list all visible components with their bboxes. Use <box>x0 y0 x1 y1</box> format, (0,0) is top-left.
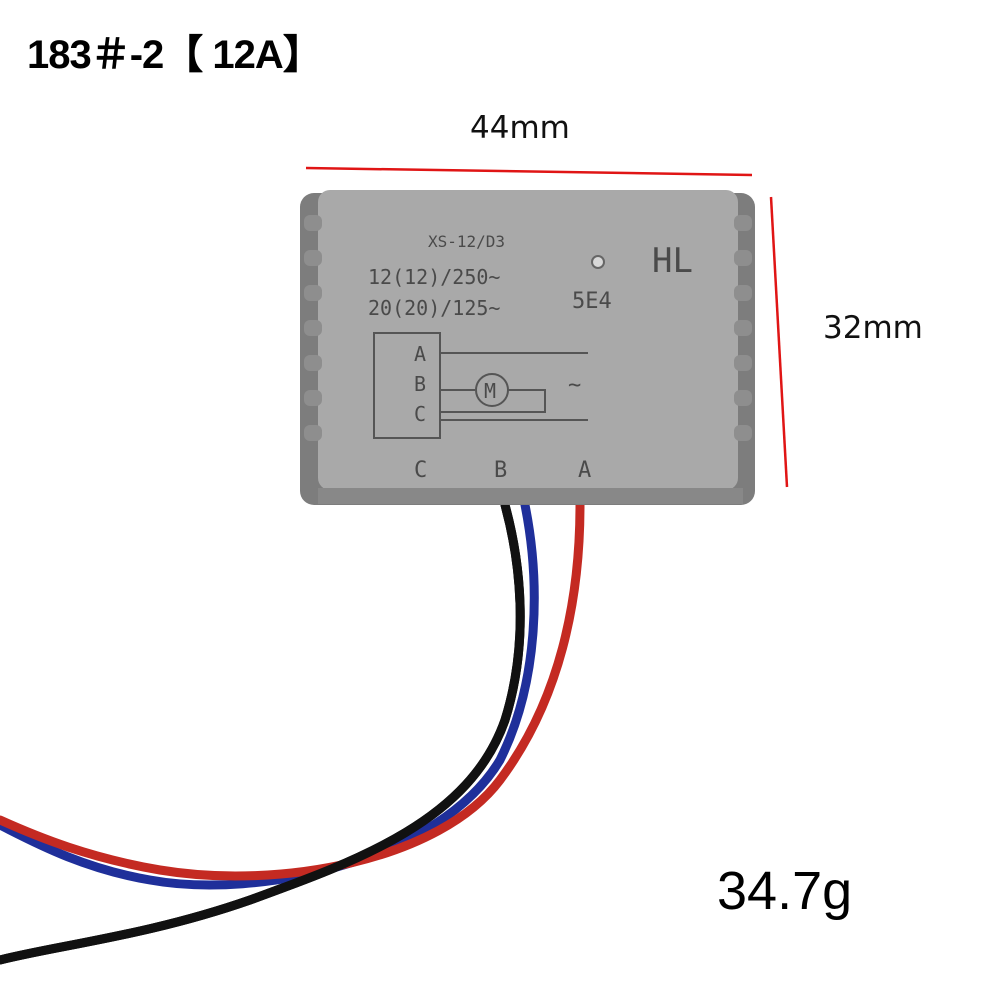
diagram-terminal-b: B <box>414 372 426 396</box>
height-dimension-line <box>769 196 789 488</box>
motor-icon: M <box>484 379 496 403</box>
bottom-terminal-b: B <box>494 458 507 483</box>
blue-wire <box>0 500 539 890</box>
bottom-terminal-c: C <box>414 458 427 483</box>
brand-text: HL <box>652 241 693 281</box>
width-dimension-label: 44mm <box>470 110 570 146</box>
screw-hole-icon <box>591 255 605 269</box>
rating-line-1: 12(12)/250~ <box>368 265 500 289</box>
product-title: 183＃-2【 12A】 <box>27 33 323 77</box>
wire-bundle <box>0 500 585 965</box>
ac-symbol-icon: ~ <box>568 373 581 398</box>
rating-line-2: 20(20)/125~ <box>368 296 500 320</box>
width-dimension-line <box>305 166 753 177</box>
wiring-diagram <box>373 332 588 439</box>
model-text: XS-12/D3 <box>428 232 505 251</box>
diagram-terminal-c: C <box>414 402 426 426</box>
code-text: 5E4 <box>572 289 612 314</box>
diagram-terminal-a: A <box>414 342 426 366</box>
speed-controller-module: XS-12/D3 HL 12(12)/250~ 20(20)/125~ 5E4 … <box>300 190 755 505</box>
red-wire <box>0 500 585 881</box>
bottom-terminal-a: A <box>578 458 591 483</box>
height-dimension-label: 32mm <box>823 310 923 346</box>
weight-label: 34.7g <box>717 861 853 921</box>
